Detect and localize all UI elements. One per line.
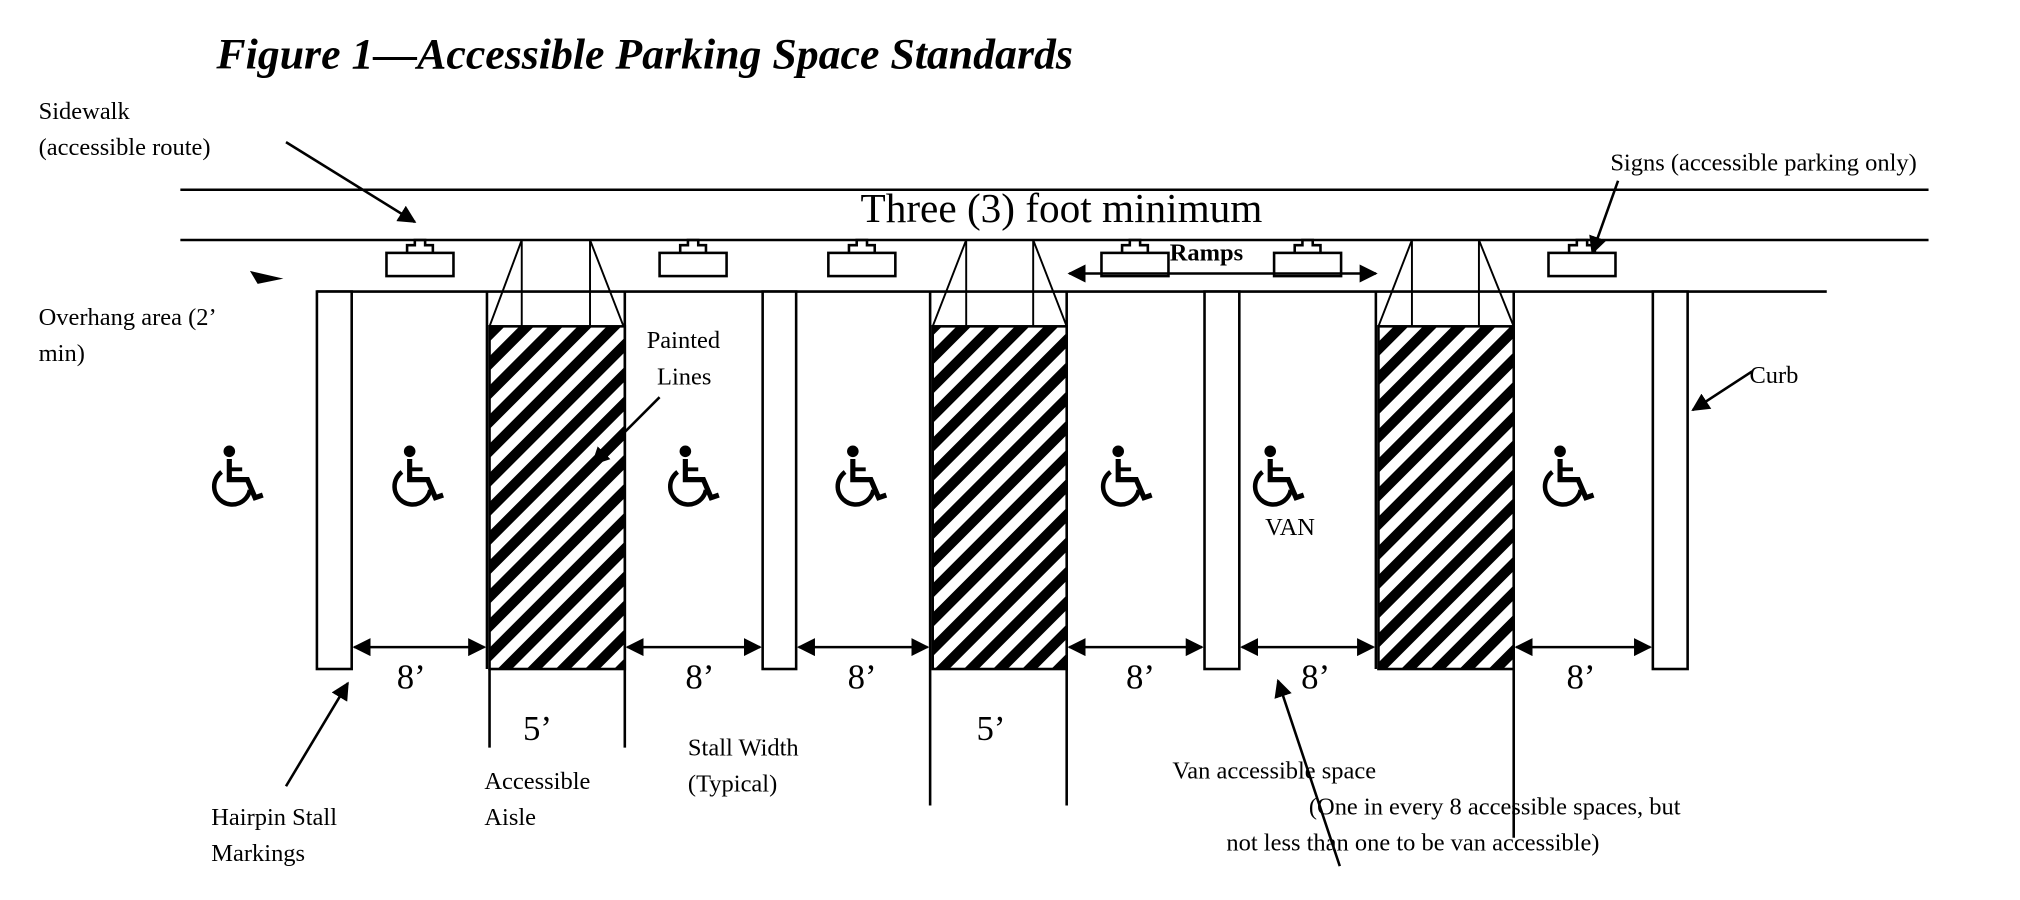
sidewalk-arrow: [285, 141, 417, 224]
ramp: [488, 239, 1515, 327]
overhang-arrow-icon: [249, 270, 284, 284]
stall-width-dim: 8’: [397, 657, 426, 696]
hairpin-label: Hairpin Stall: [211, 804, 337, 831]
sidewalk-label: Sidewalk: [39, 98, 131, 125]
van-space-label-3: not less than one to be van accessible): [1226, 830, 1599, 857]
wheelchair-icon: [1545, 445, 1594, 504]
stall-width-label: Stall Width: [688, 734, 799, 761]
van-space-label-2: (One in every 8 accessible spaces, but: [1309, 794, 1681, 821]
overhang-label: Overhang area (2’: [39, 304, 217, 331]
accessible-aisle: [1377, 325, 1515, 671]
stall-width-dim: 8’: [848, 657, 877, 696]
curb-arrow: [1691, 370, 1753, 412]
hairpin-arrow: [284, 681, 349, 787]
hairpin-marking: [1651, 290, 1689, 671]
painted-lines-label: Painted: [647, 327, 720, 354]
van-label: VAN: [1265, 514, 1315, 541]
sign-icon: [385, 238, 455, 278]
stall-width-dim: 8’: [1301, 657, 1330, 696]
wheelchair-icon: [838, 445, 887, 504]
wheelchair-icon: [670, 445, 719, 504]
sign-icon: [658, 238, 728, 278]
accessible-aisle: [488, 325, 627, 671]
hairpin-label-2: Markings: [211, 840, 305, 867]
hairpin-marking: [315, 290, 353, 671]
signs-arrow: [1589, 180, 1620, 255]
aisle-label-2: Aisle: [484, 804, 536, 831]
sign-icon: [1100, 238, 1170, 278]
sign-icon: [827, 238, 897, 278]
aisle-label: Accessible: [484, 768, 590, 795]
curb-label: Curb: [1749, 362, 1798, 389]
van-space-label: Van accessible space: [1172, 758, 1376, 785]
aisle-width-dim: 5’: [523, 709, 552, 748]
three-foot-label: Three (3) foot minimum: [861, 185, 1263, 232]
wheelchair-icon: [214, 445, 263, 504]
stall-width-label-2: (Typical): [688, 770, 777, 797]
ramps-label: Ramps: [1170, 240, 1243, 267]
aisle-width-dim: 5’: [977, 709, 1006, 748]
sidewalk-label-2: (accessible route): [39, 134, 211, 161]
overhang-label-2: min): [39, 340, 85, 367]
painted-lines-label-2: Lines: [657, 363, 711, 390]
hairpin-marking: [1203, 290, 1241, 671]
sign-icon: [1547, 238, 1617, 278]
wheelchair-icon: [1255, 445, 1304, 504]
signs-label: Signs (accessible parking only): [1610, 149, 1916, 176]
accessible-aisle: [931, 325, 1068, 671]
stall-width-dim: 8’: [685, 657, 714, 696]
wheelchair-icon: [395, 445, 444, 504]
stall-width-dim: 8’: [1126, 657, 1155, 696]
stall-width-dim: 8’: [1567, 657, 1596, 696]
painted-lines-arrow: [591, 396, 661, 466]
sign-icon: [1272, 238, 1343, 278]
wheelchair-icon: [1103, 445, 1152, 504]
hairpin-marking: [761, 290, 798, 671]
van-space-arrow: [1274, 678, 1342, 867]
figure-title: Figure 1—Accessible Parking Space Standa…: [215, 31, 1073, 79]
